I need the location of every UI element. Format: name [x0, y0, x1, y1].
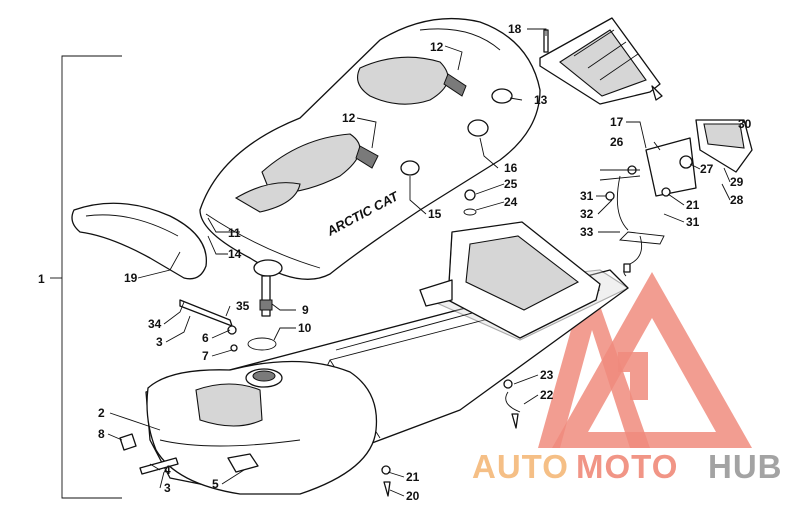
callout-6: 6 — [202, 331, 209, 345]
callout-15: 15 — [428, 207, 442, 221]
callout-8: 8 — [98, 427, 105, 441]
watermark-hub: HUB — [708, 448, 783, 485]
callout-5: 5 — [212, 477, 219, 491]
callout-25: 25 — [504, 177, 518, 191]
leader-lines — [107, 28, 742, 497]
callout-16: 16 — [504, 161, 518, 175]
callout-13: 13 — [534, 93, 548, 107]
side-panel — [71, 202, 207, 280]
callout-28: 28 — [730, 193, 744, 207]
callout-labels: 1 2 3 3 4 5 6 7 8 9 10 11 12 12 13 14 15… — [38, 22, 752, 503]
callout-1: 1 — [38, 272, 45, 286]
callout-23: 23 — [540, 368, 554, 382]
seat: ARCTIC CAT — [199, 17, 541, 280]
callout-3a: 3 — [156, 335, 163, 349]
callout-11: 11 — [228, 226, 241, 240]
callout-27: 27 — [700, 162, 714, 176]
watermark-inner-g — [618, 352, 648, 400]
callout-3b: 3 — [164, 481, 171, 495]
callout-2: 2 — [98, 406, 105, 420]
callout-30: 30 — [738, 117, 752, 131]
callout-26: 26 — [610, 135, 624, 149]
callout-9: 9 — [302, 303, 309, 317]
callout-34: 34 — [148, 317, 162, 331]
callout-21a: 21 — [406, 470, 420, 484]
assembly-bracket — [61, 55, 122, 499]
storage-compartment — [419, 221, 601, 339]
callout-35: 35 — [236, 299, 250, 313]
callout-24: 24 — [504, 195, 518, 209]
callout-18: 18 — [508, 22, 522, 36]
callout-33: 33 — [580, 225, 594, 239]
callout-12b: 12 — [342, 111, 356, 125]
callout-14: 14 — [228, 247, 242, 261]
taillight-assembly — [599, 119, 753, 277]
callout-22: 22 — [540, 388, 554, 402]
callout-20: 20 — [406, 489, 420, 503]
fuel-tank — [146, 360, 378, 495]
callout-19: 19 — [124, 271, 138, 285]
callout-4: 4 — [164, 463, 171, 477]
watermark-m-left — [538, 300, 650, 448]
rear-flap — [539, 17, 663, 105]
callout-21b: 21 — [686, 198, 700, 212]
hardware — [119, 189, 521, 497]
callout-10: 10 — [298, 321, 312, 335]
callout-7: 7 — [202, 349, 209, 363]
callout-31a: 31 — [580, 189, 594, 203]
callout-32: 32 — [580, 207, 594, 221]
callout-31b: 31 — [686, 215, 700, 229]
watermark-logo: AUTO MOTO HUB — [472, 272, 783, 485]
fuel-sender — [247, 259, 283, 351]
callout-12a: 12 — [430, 40, 444, 54]
callout-17: 17 — [610, 115, 624, 129]
watermark-auto: AUTO — [472, 448, 569, 485]
callout-29: 29 — [730, 175, 744, 189]
watermark-moto: MOTO — [576, 448, 678, 485]
